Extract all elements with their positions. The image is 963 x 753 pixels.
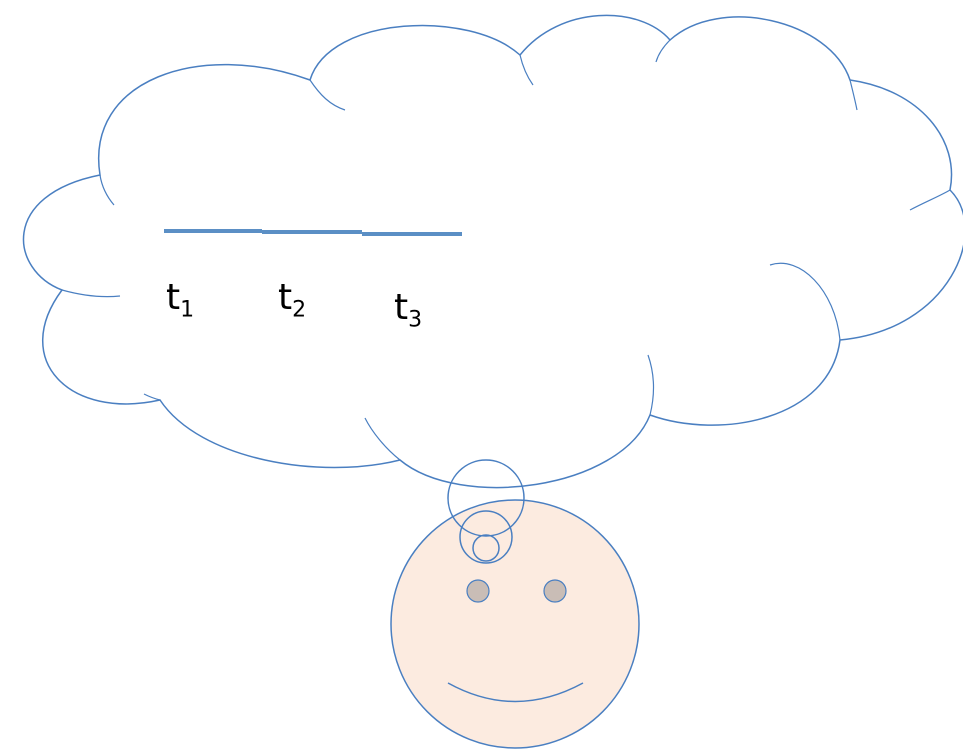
label-t2-base: t (278, 277, 292, 318)
thought-cloud (24, 15, 963, 487)
label-t2: t2 (278, 280, 306, 322)
face (391, 500, 639, 748)
label-t1-sub: 1 (180, 298, 194, 323)
label-t1: t1 (166, 280, 194, 322)
label-t3: t3 (394, 290, 422, 332)
label-t3-sub: 3 (408, 308, 422, 333)
right-eye (544, 580, 566, 602)
label-t2-sub: 2 (292, 298, 306, 323)
label-t3-base: t (394, 287, 408, 328)
left-eye (467, 580, 489, 602)
label-t1-base: t (166, 277, 180, 318)
